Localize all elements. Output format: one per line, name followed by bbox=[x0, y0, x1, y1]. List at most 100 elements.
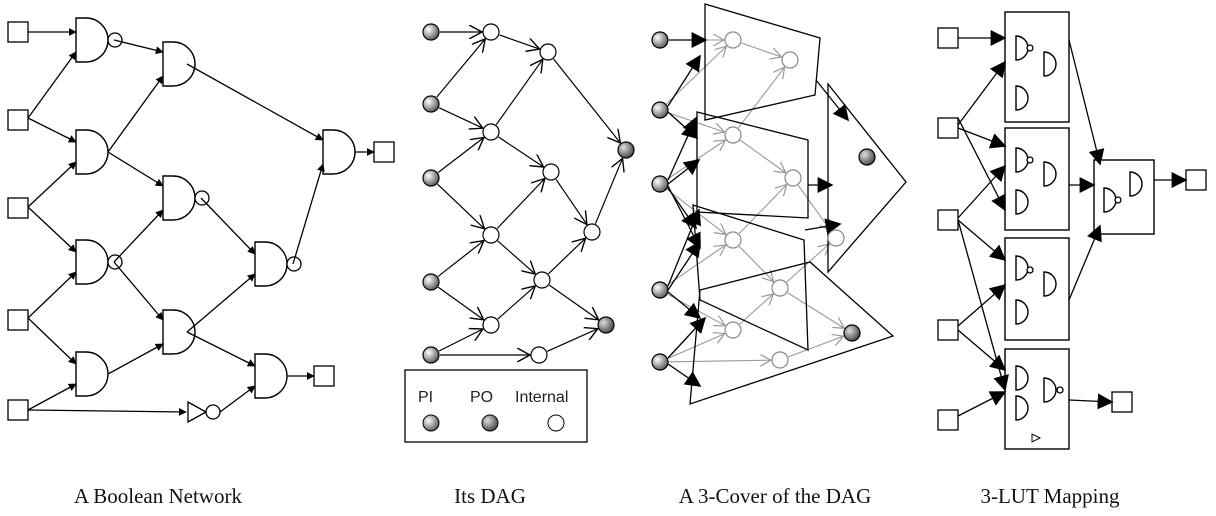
dag-edge bbox=[436, 39, 485, 98]
cover-edge bbox=[741, 42, 781, 57]
edge bbox=[27, 407, 187, 416]
edge bbox=[113, 209, 164, 263]
pi-node-icon bbox=[651, 281, 669, 299]
edge bbox=[815, 79, 849, 122]
and-gate-icon bbox=[322, 129, 356, 175]
lut-output-box-1 bbox=[1185, 169, 1207, 191]
and-gate-icon bbox=[162, 309, 196, 355]
mini-gate-icon bbox=[1043, 271, 1057, 297]
internal-node-icon bbox=[482, 226, 500, 244]
edge bbox=[107, 75, 164, 153]
edge bbox=[200, 197, 256, 255]
edge bbox=[186, 63, 324, 141]
buffer-triangle-icon bbox=[1031, 433, 1042, 443]
lut-box-2 bbox=[1004, 127, 1070, 231]
internal-node-icon bbox=[542, 163, 560, 181]
edge bbox=[957, 391, 1007, 417]
cover-edge bbox=[787, 292, 845, 328]
legend-pi-label: PI bbox=[418, 389, 433, 406]
dag-edge bbox=[495, 59, 543, 126]
inverter-bubble-icon bbox=[1026, 156, 1034, 164]
cover-edge bbox=[788, 336, 843, 358]
cover-edge bbox=[739, 139, 785, 173]
edge bbox=[107, 343, 164, 375]
primary-output-box-1 bbox=[373, 141, 395, 163]
pi-node-icon bbox=[651, 353, 669, 371]
internal-node-icon bbox=[784, 169, 802, 187]
dag-edge bbox=[549, 284, 598, 320]
and-gate-icon bbox=[254, 353, 288, 399]
dag-edge bbox=[437, 183, 485, 229]
internal-node-icon bbox=[583, 223, 601, 241]
inverter-bubble-icon bbox=[1056, 386, 1064, 394]
po-node-icon bbox=[843, 324, 861, 342]
and-gate-icon bbox=[75, 17, 109, 63]
cover-edge bbox=[797, 184, 831, 230]
lut-input-box-4 bbox=[937, 319, 959, 341]
primary-input-box-3 bbox=[7, 197, 29, 219]
internal-node-icon bbox=[530, 346, 548, 364]
and-gate-icon bbox=[162, 41, 196, 87]
edge bbox=[27, 51, 77, 119]
cover-edge bbox=[738, 246, 773, 281]
inverter-bubble-icon bbox=[194, 190, 210, 206]
internal-node-icon bbox=[724, 126, 742, 144]
edge bbox=[957, 60, 1006, 126]
and-gate-icon bbox=[162, 175, 196, 221]
lut-input-box-3 bbox=[937, 209, 959, 231]
dag-edge bbox=[499, 34, 539, 49]
cover-region-3 bbox=[692, 204, 809, 352]
and-gate-icon bbox=[75, 351, 109, 397]
dag-edge bbox=[438, 329, 483, 352]
dag-panel bbox=[422, 23, 635, 364]
edge bbox=[292, 163, 325, 265]
edge bbox=[957, 219, 1007, 262]
edge bbox=[27, 117, 77, 143]
dag-edge bbox=[497, 240, 536, 274]
edge bbox=[113, 39, 164, 55]
mini-gate-icon bbox=[1043, 51, 1057, 77]
pi-node-icon bbox=[422, 95, 440, 113]
legend-internal-label: Internal bbox=[515, 389, 568, 406]
internal-node-icon bbox=[724, 231, 742, 249]
caption-dag: Its DAG bbox=[454, 484, 526, 508]
dag-legend: PI PO Internal bbox=[404, 369, 588, 443]
internal-node-icon bbox=[724, 31, 742, 49]
edge bbox=[957, 117, 1006, 212]
mini-gate-icon bbox=[1015, 85, 1029, 111]
inverter-bubble-icon bbox=[1114, 196, 1122, 204]
edge bbox=[186, 331, 256, 367]
mini-gate-icon bbox=[1015, 189, 1029, 215]
internal-node-icon bbox=[724, 321, 742, 339]
mini-gate-icon bbox=[1015, 365, 1029, 391]
internal-node-icon bbox=[482, 23, 500, 41]
inverter-bubble-icon bbox=[1026, 266, 1034, 274]
internal-node-icon bbox=[482, 123, 500, 141]
dag-edge bbox=[437, 241, 484, 277]
primary-input-box-5 bbox=[7, 399, 29, 421]
mini-gate-icon bbox=[1015, 299, 1029, 325]
pi-node-icon bbox=[422, 273, 440, 291]
primary-input-box-4 bbox=[7, 309, 29, 331]
dag-edge bbox=[594, 158, 622, 224]
internal-node-icon bbox=[533, 271, 551, 289]
inverter-bubble-icon bbox=[286, 256, 302, 272]
dag-edge bbox=[546, 329, 598, 352]
cover-region-4 bbox=[689, 261, 895, 405]
edge bbox=[667, 291, 702, 320]
edge bbox=[667, 54, 701, 107]
edge bbox=[1068, 39, 1105, 166]
po-node-icon bbox=[597, 316, 615, 334]
cover-region-2 bbox=[696, 111, 809, 219]
edge bbox=[667, 208, 701, 287]
internal-node-icon bbox=[771, 279, 789, 297]
mini-gate-icon bbox=[1043, 161, 1057, 187]
edge bbox=[1068, 393, 1114, 410]
edge bbox=[27, 206, 77, 253]
lut-input-box-5 bbox=[937, 409, 959, 431]
internal-node-icon bbox=[771, 351, 789, 369]
edge bbox=[957, 164, 1007, 219]
caption-lut-mapping: 3-LUT Mapping bbox=[980, 484, 1120, 508]
inverter-bubble-icon bbox=[205, 404, 221, 420]
caption-boolean-network: A Boolean Network bbox=[74, 484, 242, 508]
